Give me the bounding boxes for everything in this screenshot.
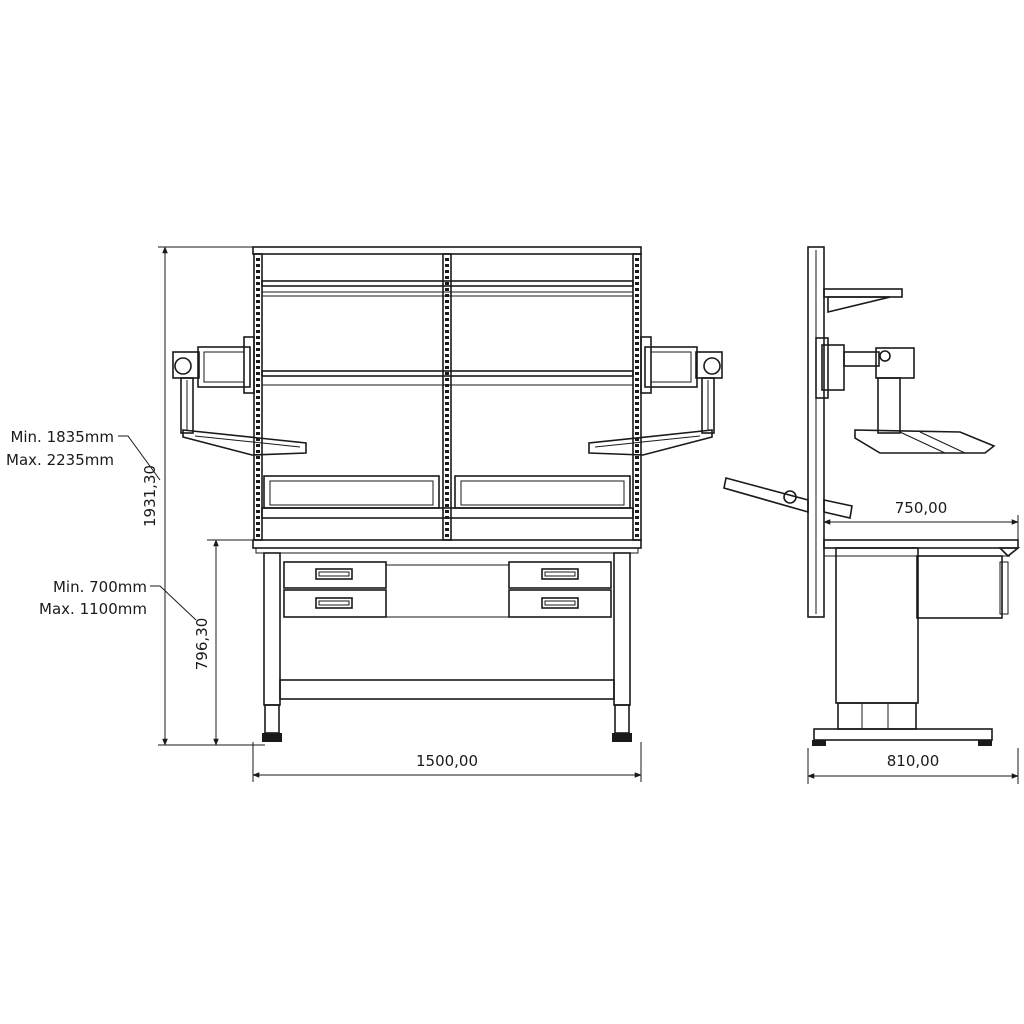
side-dimensions: 810,00 750,00	[807, 499, 1019, 784]
table-legs	[262, 552, 632, 742]
left-monitor-arm	[172, 336, 307, 456]
side-legs	[812, 547, 993, 746]
side-drawers	[916, 555, 1003, 619]
table-height-dimension: 796,30	[193, 618, 211, 671]
middle-shelf	[261, 370, 634, 386]
table-height-max: Max. 1100mm	[39, 600, 147, 618]
depth-dimension: 810,00	[887, 752, 940, 770]
total-height-max: Max. 2235mm	[6, 451, 114, 469]
table-height-min: Min. 700mm	[53, 578, 147, 596]
worktop-apron	[255, 547, 639, 554]
right-monitor-arm	[588, 336, 723, 456]
front-view	[172, 246, 723, 742]
side-worktop	[823, 539, 1019, 549]
side-view	[723, 246, 1021, 746]
lower-shelf-bins	[261, 475, 634, 519]
side-upright	[807, 246, 825, 618]
total-height-min: Min. 1835mm	[10, 428, 114, 446]
total-height-dimension: 1931,30	[141, 465, 159, 527]
front-dimensions: 1500,00 1931,30 796,30 Min. 1835mm Max. …	[6, 246, 642, 782]
top-depth-dimension: 750,00	[895, 499, 948, 517]
top-cap	[252, 246, 642, 255]
side-monitor-arm	[815, 337, 996, 454]
right-drawer-unit	[508, 561, 612, 618]
upright-slots	[256, 258, 639, 538]
upper-shelf	[261, 280, 634, 297]
side-shelf-bracket	[823, 288, 903, 314]
side-arms	[723, 477, 853, 519]
worktop	[252, 539, 642, 549]
left-drawer-unit	[283, 561, 387, 618]
width-dimension: 1500,00	[416, 752, 478, 770]
